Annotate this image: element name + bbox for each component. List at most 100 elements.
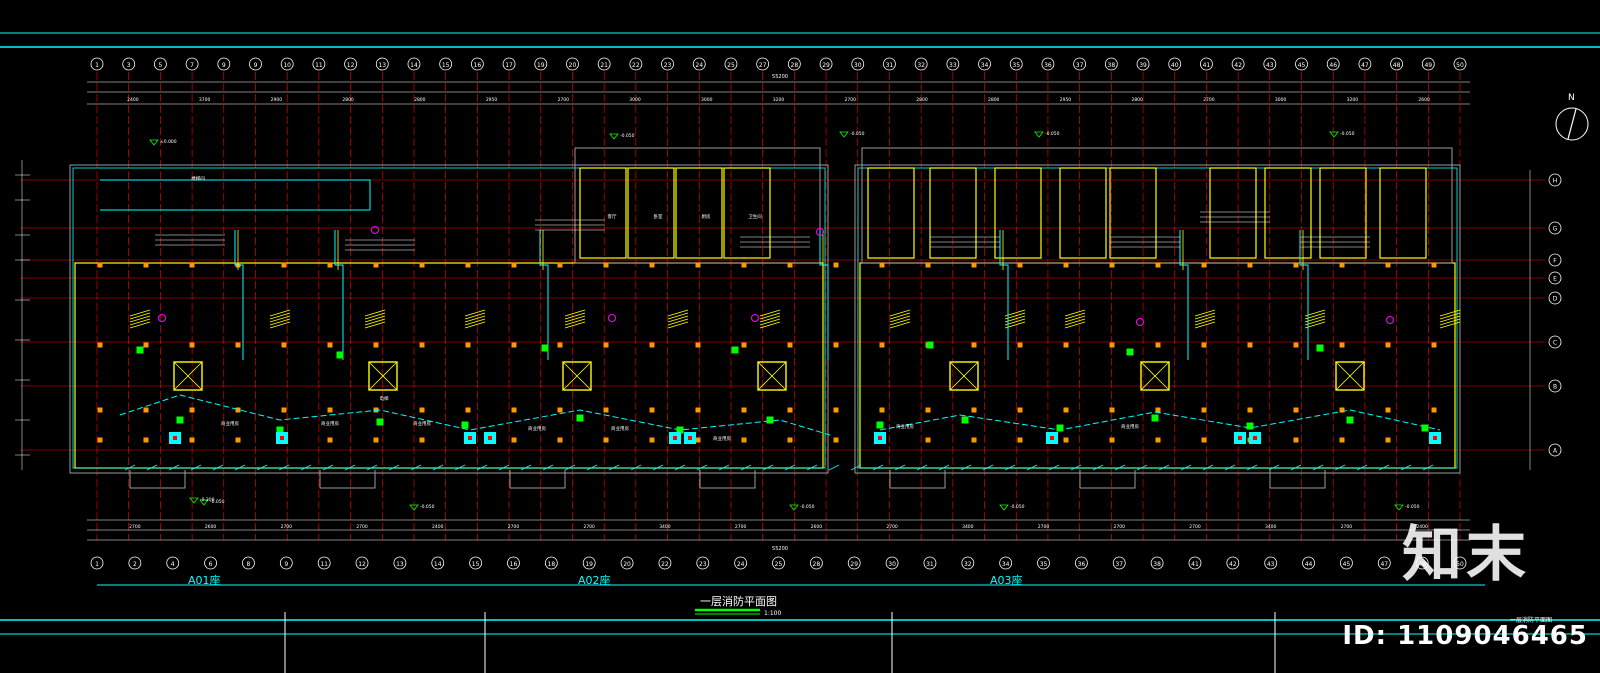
column bbox=[1155, 342, 1161, 348]
fire-device bbox=[766, 416, 774, 424]
column bbox=[511, 407, 517, 413]
column bbox=[373, 342, 379, 348]
elevator-box bbox=[949, 361, 979, 391]
top-dim-text: 2800 bbox=[414, 97, 426, 103]
column bbox=[603, 437, 609, 443]
column bbox=[649, 262, 655, 268]
stair-hatch bbox=[564, 309, 586, 317]
column bbox=[787, 342, 793, 348]
room-box bbox=[1319, 167, 1367, 259]
top-dim-text: 2800 bbox=[988, 97, 1000, 103]
fire-device bbox=[136, 346, 144, 354]
top-dim-text: 3700 bbox=[199, 97, 211, 103]
level-marker bbox=[1034, 131, 1044, 138]
pipe-dash bbox=[784, 464, 796, 471]
column bbox=[327, 437, 333, 443]
stair-hatch bbox=[667, 315, 689, 323]
axis-label-top: 43 bbox=[1266, 62, 1274, 69]
axis-bubble-top bbox=[344, 57, 357, 71]
axis-bubble-top bbox=[692, 57, 706, 71]
axis-label-bottom: 11 bbox=[320, 561, 328, 568]
column bbox=[1339, 262, 1345, 268]
stair-hatch bbox=[564, 312, 586, 320]
axis-label-top: 42 bbox=[1234, 62, 1242, 69]
axis-label-top: 1 bbox=[95, 62, 99, 69]
pipe-dash bbox=[168, 464, 180, 471]
axis-bubble-top bbox=[946, 57, 960, 71]
axis-bubble-top bbox=[534, 57, 548, 71]
column bbox=[97, 262, 103, 268]
room-label: 电梯 bbox=[380, 395, 389, 402]
axis-bubble-bottom bbox=[242, 556, 255, 570]
pipe-dash bbox=[652, 464, 664, 471]
axis-label-bottom: 24 bbox=[737, 561, 745, 568]
stair-hatch bbox=[759, 309, 781, 317]
hydrant-core bbox=[1253, 436, 1257, 440]
stair-hatch bbox=[464, 318, 486, 326]
room-label: 商业用房 bbox=[413, 420, 431, 427]
column bbox=[971, 262, 977, 268]
stair-hatch bbox=[1194, 315, 1216, 323]
pipe-dash bbox=[1202, 464, 1214, 471]
stair-hatch bbox=[1064, 312, 1086, 320]
fire-device bbox=[376, 418, 384, 426]
axis-bubble-bottom bbox=[355, 556, 369, 570]
stair-hatch bbox=[269, 309, 291, 317]
axis-label-bottom: 45 bbox=[1343, 561, 1351, 568]
pipe-dash bbox=[762, 464, 774, 471]
level-marker bbox=[149, 139, 159, 146]
column bbox=[557, 262, 563, 268]
axis-label-bottom: 42 bbox=[1229, 561, 1237, 568]
top-dim-text: 2800 bbox=[916, 97, 928, 103]
stair-hatch bbox=[1064, 309, 1086, 317]
axis-bubble-bottom bbox=[1453, 556, 1467, 570]
pipe-dash bbox=[894, 464, 906, 471]
fire-device bbox=[1126, 348, 1134, 356]
bottom-dim-text: 3400 bbox=[659, 524, 671, 530]
axis-bubble-top bbox=[1136, 57, 1150, 71]
column bbox=[1063, 407, 1069, 413]
stair-hatch bbox=[759, 321, 781, 329]
sprinkler-pipe bbox=[879, 409, 1441, 431]
axis-label-top: 46 bbox=[1329, 62, 1337, 69]
axis-label-top: 22 bbox=[632, 62, 640, 69]
axis-label-top: 40 bbox=[1171, 62, 1179, 69]
bottom-dim-text: 2700 bbox=[886, 524, 898, 530]
fire-device bbox=[1316, 344, 1324, 352]
top-dim-text: 3000 bbox=[629, 97, 641, 103]
column bbox=[97, 407, 103, 413]
bottom-dim-text: 2600 bbox=[205, 524, 217, 530]
room-label: 商业用房 bbox=[528, 425, 546, 432]
column bbox=[327, 407, 333, 413]
pipe-dash bbox=[498, 464, 510, 471]
axis-bubble-bottom bbox=[1302, 556, 1315, 570]
stair-hatch bbox=[1064, 315, 1086, 323]
axis-bubble-bottom bbox=[279, 556, 293, 570]
pipe-dash bbox=[1026, 464, 1038, 471]
column bbox=[787, 407, 793, 413]
stair-hatch bbox=[269, 315, 291, 323]
pipe-dash bbox=[432, 464, 444, 471]
building-wall bbox=[859, 262, 1456, 469]
stair-hatch bbox=[1064, 318, 1086, 326]
elevator-x2 bbox=[562, 361, 592, 391]
stair-hatch bbox=[364, 315, 386, 323]
elevator-x2 bbox=[757, 361, 787, 391]
block-label-a02: A02座 bbox=[578, 573, 611, 587]
magenta-marker bbox=[608, 314, 616, 322]
stair-hatch bbox=[1439, 312, 1461, 320]
axis-label-top: 5 bbox=[158, 62, 162, 69]
fire-device bbox=[541, 344, 549, 352]
axis-bubble-top bbox=[1009, 57, 1023, 71]
stair-hatch bbox=[1194, 321, 1216, 329]
row-axis-bubble bbox=[1548, 271, 1562, 285]
north-arrow: N bbox=[1553, 93, 1591, 143]
axis-bubble-top bbox=[1358, 57, 1372, 71]
axis-bubble-bottom bbox=[1415, 556, 1429, 570]
axis-bubble-top bbox=[407, 57, 421, 71]
axis-label-bottom: 9 bbox=[284, 561, 288, 568]
bottom-dim-text: 2700 bbox=[1114, 524, 1126, 530]
row-axis-bubble bbox=[1548, 253, 1562, 267]
column bbox=[465, 342, 471, 348]
column bbox=[419, 407, 425, 413]
